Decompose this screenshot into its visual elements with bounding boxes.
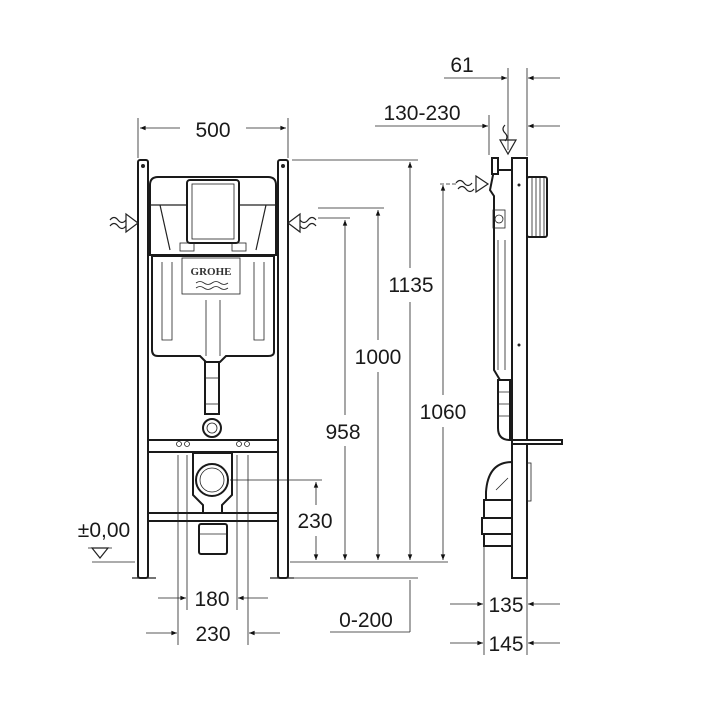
dimension-label: 145 [488, 633, 523, 656]
support-rod [511, 439, 563, 445]
frame-rails [132, 159, 294, 579]
water-inlet-icon [109, 212, 317, 234]
level-label: ±0,00 [78, 519, 130, 542]
dimension-label: 0-200 [339, 609, 393, 632]
dimension-label: 61 [450, 54, 473, 77]
dimension-130-230: 130-230 [375, 102, 560, 155]
cistern: GROHE [149, 176, 277, 363]
dimension-label: 1135 [388, 274, 433, 297]
flush-plate-opening [186, 179, 240, 244]
dimension-label: 180 [194, 588, 229, 611]
dimension-1000: 1000 [355, 210, 402, 560]
outlet [192, 452, 233, 555]
side-view: 61 130-230 135 145 [375, 54, 563, 656]
level-marker: ±0,00 [78, 519, 130, 559]
front-view: GROHE [78, 118, 467, 646]
dimension-230-width: 230 [146, 455, 280, 646]
dimension-135: 135 [450, 546, 560, 655]
side-frame [511, 157, 528, 579]
dimension-label: 135 [488, 594, 523, 617]
dimension-label: 130-230 [383, 102, 460, 125]
dimension-label: 230 [195, 623, 230, 646]
flush-pipe [202, 361, 222, 438]
dimension-958: 958 [325, 220, 361, 560]
dimension-label: 1060 [420, 401, 467, 424]
dimension-230-height: 230 [297, 481, 333, 560]
dimension-0-200: 0-200 [330, 580, 411, 633]
dimension-1135: 1135 [388, 162, 434, 560]
dimension-label: 1000 [355, 346, 402, 369]
dimension-145: 145 [450, 633, 560, 656]
grohe-logo: GROHE [191, 266, 232, 278]
dimension-180: 180 [158, 455, 268, 611]
reference-lines [92, 159, 448, 579]
dimension-500: 500 [137, 118, 289, 158]
dimension-label: 230 [297, 510, 332, 533]
dimension-label: 958 [325, 421, 360, 444]
dimension-1060: 1060 [420, 185, 467, 560]
dimension-label: 500 [195, 119, 230, 142]
dimension-61: 61 [444, 54, 560, 156]
